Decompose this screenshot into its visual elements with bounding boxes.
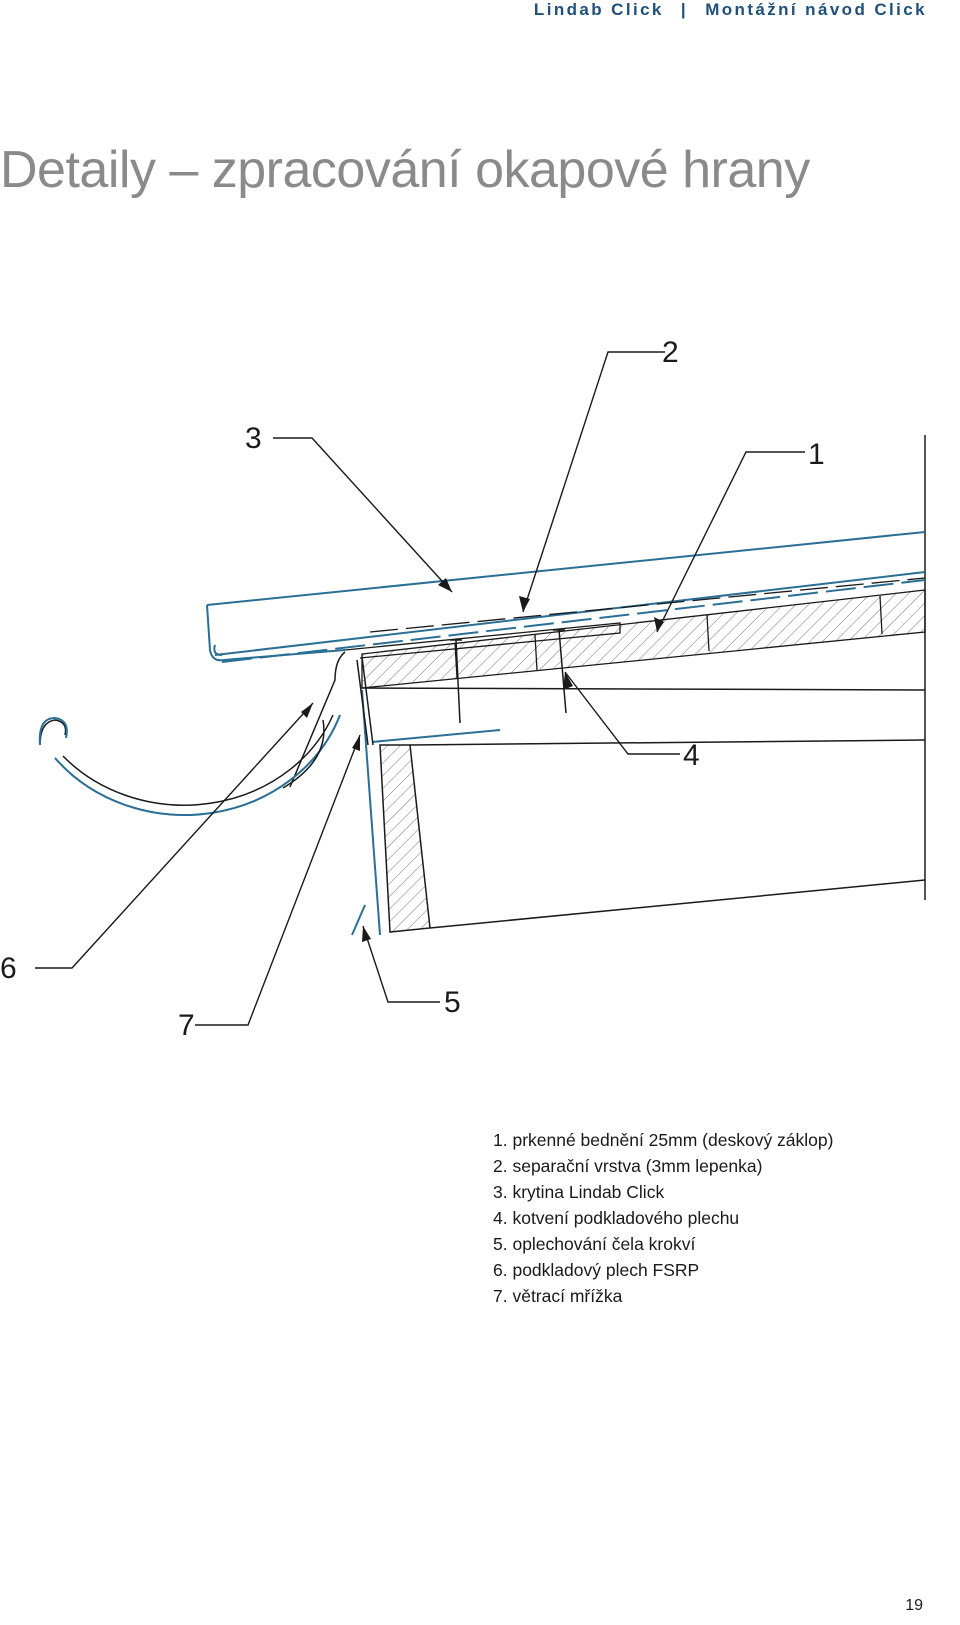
callout-7: 7 bbox=[178, 1009, 195, 1042]
header-section: Montážní návod Click bbox=[705, 0, 927, 19]
nails bbox=[450, 629, 567, 724]
running-header: Lindab Click | Montážní návod Click bbox=[534, 0, 927, 20]
legend-item: 3. krytina Lindab Click bbox=[493, 1182, 665, 1202]
underlay-plate bbox=[344, 622, 621, 659]
callout-4: 4 bbox=[683, 739, 700, 772]
leader-3 bbox=[273, 437, 453, 593]
leader-5 bbox=[362, 925, 440, 1003]
gutter bbox=[39, 714, 341, 816]
separation-layer bbox=[369, 577, 926, 633]
callout-6: 6 bbox=[0, 952, 17, 985]
legend-item: 4. kotvení podkladového plechu bbox=[493, 1208, 740, 1228]
leader-2 bbox=[522, 351, 665, 613]
roofing-sheet bbox=[206, 531, 926, 663]
legend-item: 1. prkenné bednění 25mm (deskový záklop) bbox=[493, 1130, 834, 1150]
page-number: 19 bbox=[905, 1597, 923, 1614]
leader-arrows bbox=[301, 578, 664, 942]
leader-6 bbox=[35, 702, 314, 969]
page-title: Detaily – zpracování okapové hrany bbox=[0, 141, 810, 199]
legend-item: 6. podkladový plech FSRP bbox=[493, 1260, 700, 1280]
rafter bbox=[361, 687, 926, 933]
legend-item: 2. separační vrstva (3mm lepenka) bbox=[493, 1156, 763, 1176]
leader-lines bbox=[35, 351, 805, 1026]
legend-item: 7. větrací mřížka bbox=[493, 1286, 623, 1306]
gutter-blue bbox=[38, 714, 341, 816]
leader-1 bbox=[656, 451, 805, 633]
leader-4 bbox=[564, 671, 680, 755]
callout-5: 5 bbox=[444, 986, 461, 1019]
fascia-flashing bbox=[351, 689, 501, 936]
legend: 1. prkenné bednění 25mm (deskový záklop)… bbox=[493, 1127, 833, 1309]
header-brand: Lindab Click bbox=[533, 0, 664, 19]
legend-item: 5. oplechování čela krokví bbox=[493, 1234, 696, 1254]
callout-3: 3 bbox=[245, 422, 262, 455]
decking-boards bbox=[361, 589, 926, 689]
vent-grille bbox=[282, 719, 325, 789]
leader-7 bbox=[195, 734, 361, 1026]
callout-1: 1 bbox=[808, 438, 825, 471]
callout-2: 2 bbox=[662, 336, 679, 369]
header-separator: | bbox=[680, 0, 689, 19]
eaves-flashing bbox=[289, 651, 374, 788]
